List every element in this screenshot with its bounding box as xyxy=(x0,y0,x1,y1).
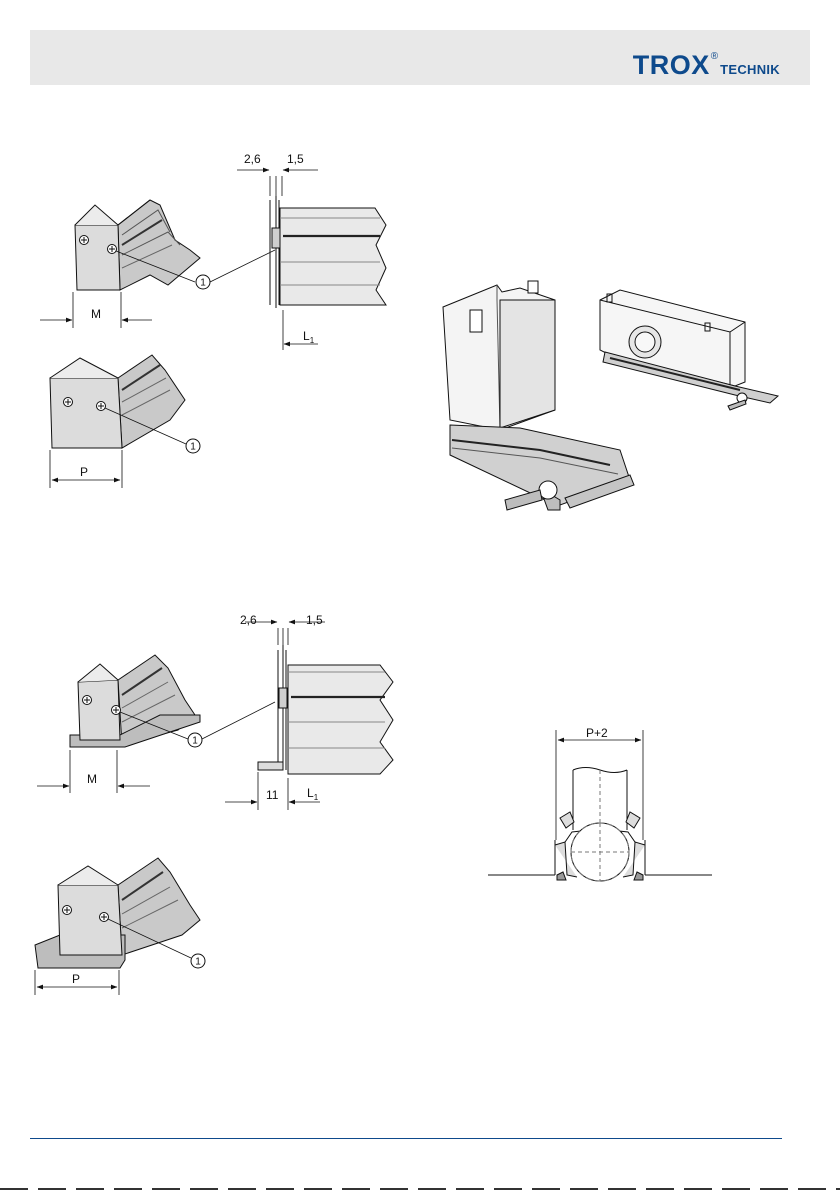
fig3-dim-2-6: 2,6 xyxy=(240,613,257,627)
fig4-end-cap-drawing xyxy=(35,858,200,968)
fig2-dim-p: P xyxy=(80,465,88,479)
fig3-dim-m: M xyxy=(87,772,97,786)
fig4-dim-p: P xyxy=(72,972,80,986)
fig3-dim-11: 11 xyxy=(266,788,279,802)
fig2-callout-label: 1 xyxy=(190,442,196,453)
fig1-side-view xyxy=(270,196,386,308)
fig6-cross-section xyxy=(488,768,712,882)
fig4-callout-1: 1 xyxy=(191,954,205,968)
fig3-callout-1: 1 xyxy=(188,733,202,747)
fig1-callout-1: 1 xyxy=(196,275,210,289)
fig3-dim-1-5: 1,5 xyxy=(306,613,323,627)
fig4-callout-label: 1 xyxy=(195,957,201,968)
fig1-dim-m: M xyxy=(91,307,101,321)
fig1-callout-label: 1 xyxy=(200,278,206,289)
footer-rule xyxy=(30,1138,782,1139)
fig1-dim-2-6: 2,6 xyxy=(244,152,261,166)
page-edge-marks xyxy=(0,1188,840,1190)
fig3-callout-label: 1 xyxy=(192,736,198,747)
fig5-plenum-assembly xyxy=(443,281,778,510)
fig1-dim-1-5: 1,5 xyxy=(287,152,304,166)
fig1-dim-l: L1 xyxy=(303,329,315,345)
fig2-callout-1: 1 xyxy=(186,439,200,453)
fig3-side-view xyxy=(258,645,393,774)
fig3-dim-l: L1 xyxy=(307,786,319,802)
fig6-dim-p-plus-2: P+2 xyxy=(586,726,608,740)
